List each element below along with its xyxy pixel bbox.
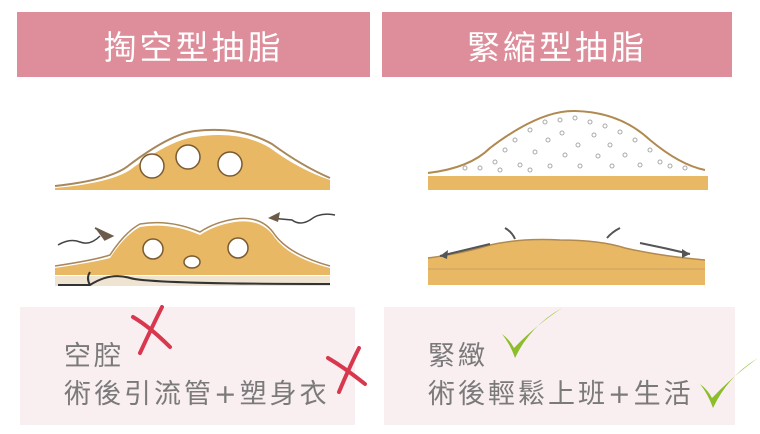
cross-icon [326, 346, 367, 394]
right-point-1: 緊緻 [428, 341, 488, 372]
cross-icon [131, 305, 172, 355]
check-icon [700, 358, 758, 408]
left-point-1: 空腔 [64, 341, 124, 372]
left-point-2: 術後引流管+塑身衣 [64, 379, 330, 410]
dot-pattern [462, 115, 688, 173]
right-summary-box [384, 307, 735, 425]
left-summary-box [20, 307, 355, 425]
left-panel-title: 掏空型抽脂 [17, 12, 370, 77]
right-point-2: 術後輕鬆上班+生活 [428, 379, 694, 410]
check-icon [502, 308, 562, 358]
right-panel-title: 緊縮型抽脂 [382, 12, 732, 77]
